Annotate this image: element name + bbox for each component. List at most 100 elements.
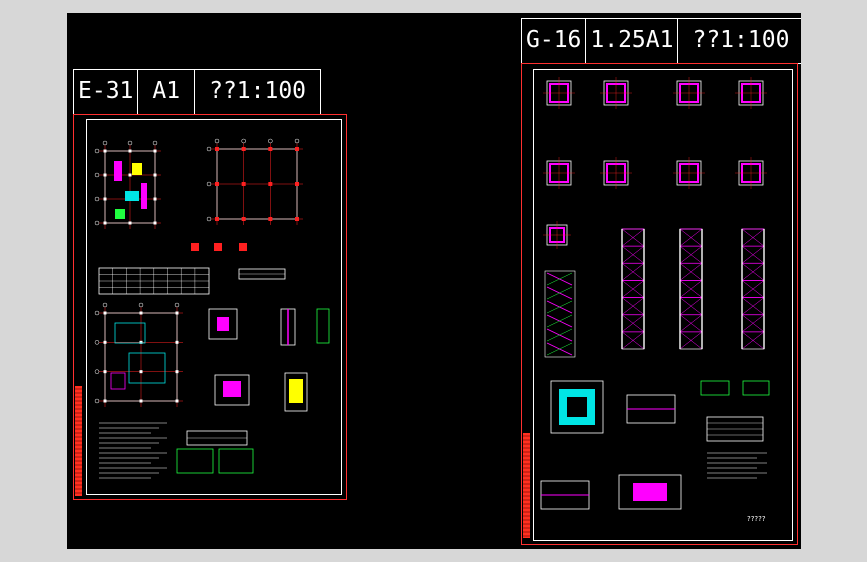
axis-bubble — [102, 140, 108, 146]
cad-rect — [128, 221, 132, 225]
cad-line — [679, 263, 703, 281]
axis-bubble — [206, 146, 212, 152]
cad-rect — [618, 474, 682, 510]
axis-bubble — [294, 138, 300, 144]
cad-rect — [316, 308, 330, 344]
cad-line — [621, 263, 645, 281]
axis-bubble — [94, 172, 100, 178]
right-title-block: G-16 1.25A1 ??1:100 — [521, 18, 801, 64]
axis-bubble — [127, 140, 133, 146]
right-drawing-frame — [533, 69, 793, 541]
cad-line — [679, 297, 703, 315]
cad-line — [741, 228, 765, 247]
cad-rect — [153, 221, 157, 225]
axis-bubble — [241, 138, 246, 144]
cad-line — [679, 228, 703, 247]
cad-line — [546, 314, 573, 328]
cad-rect — [223, 381, 241, 397]
cad-rect — [110, 372, 126, 390]
cad-line — [741, 331, 765, 350]
right-title-cell: 1.25A1 — [586, 19, 679, 63]
cad-rect — [103, 311, 107, 315]
axis-bubble — [94, 310, 100, 316]
axis-bubble — [152, 140, 158, 146]
cad-line — [621, 331, 645, 350]
drawing-viewport[interactable]: E-31 A1 ??1:100 G-16 1.25A1 ??1:100 ????… — [67, 13, 801, 549]
cad-rect — [175, 399, 179, 403]
left-drawing-sheet[interactable] — [73, 114, 347, 500]
cad-rect — [268, 217, 273, 221]
cad-rect — [128, 149, 132, 153]
cad-rect — [176, 448, 214, 474]
left-drawing-frame — [86, 119, 342, 495]
cad-rect — [103, 221, 107, 225]
cad-rect — [700, 380, 730, 396]
cad-line — [621, 314, 645, 333]
cad-rect — [742, 380, 770, 396]
cad-rect — [191, 243, 199, 251]
cad-rect — [208, 308, 238, 340]
cad-rect — [268, 147, 273, 151]
cad-rect — [128, 352, 166, 384]
cad-line — [741, 314, 765, 333]
axis-bubble — [174, 302, 180, 308]
axis-bubble — [94, 340, 100, 345]
cad-rect — [215, 182, 219, 186]
cad-line — [621, 297, 645, 315]
left-title-cell: E-31 — [74, 70, 139, 114]
right-drawing-sheet[interactable] — [521, 63, 798, 545]
cad-line — [741, 280, 765, 298]
cad-line — [546, 286, 573, 300]
axis-bubble — [268, 138, 273, 144]
cad-rect — [295, 182, 299, 186]
cad-rect — [139, 399, 143, 403]
cad-rect — [523, 433, 530, 538]
cad-rect — [550, 380, 604, 434]
cad-rect — [289, 379, 303, 403]
cad-rect — [215, 217, 219, 221]
cad-rect — [214, 374, 250, 406]
cad-rect — [295, 217, 299, 221]
cad-rect — [633, 483, 667, 501]
cad-rect — [567, 397, 587, 417]
left-title-cell: ??1:100 — [209, 78, 307, 104]
axis-bubble — [94, 398, 100, 404]
cad-rect — [241, 182, 246, 186]
cad-line — [621, 228, 645, 247]
cad-rect — [139, 370, 143, 374]
cad-rect — [114, 322, 146, 344]
cad-rect — [103, 370, 107, 374]
cad-rect — [153, 173, 157, 177]
cad-rect — [103, 399, 107, 403]
axis-bubble — [102, 302, 108, 308]
cad-rect — [544, 270, 576, 358]
cad-line — [546, 300, 573, 314]
cad-rect — [241, 147, 246, 151]
cad-line — [679, 314, 703, 333]
cad-line — [546, 272, 573, 286]
cad-line — [741, 297, 765, 315]
cad-rect — [139, 311, 143, 315]
cad-line — [741, 245, 765, 264]
cad-rect — [217, 317, 229, 331]
cad-rect — [128, 173, 132, 177]
cad-rect — [175, 370, 179, 374]
cad-line — [621, 280, 645, 298]
cad-rect — [215, 147, 219, 151]
cad-rect — [239, 243, 247, 251]
cad-rect — [125, 191, 139, 201]
cad-rect — [141, 183, 147, 209]
cad-line — [679, 280, 703, 298]
cad-rect — [114, 161, 122, 181]
cad-rect — [153, 149, 157, 153]
right-title-cell: G-16 — [522, 19, 587, 63]
axis-bubble — [214, 138, 220, 144]
cad-rect — [153, 197, 157, 201]
cad-rect — [103, 149, 107, 153]
cad-rect — [241, 217, 246, 221]
cad-rect — [214, 243, 222, 251]
left-title-cell: A1 — [138, 70, 196, 114]
cad-rect — [103, 340, 107, 344]
axis-bubble — [94, 148, 100, 154]
drawing-content — [75, 77, 770, 538]
